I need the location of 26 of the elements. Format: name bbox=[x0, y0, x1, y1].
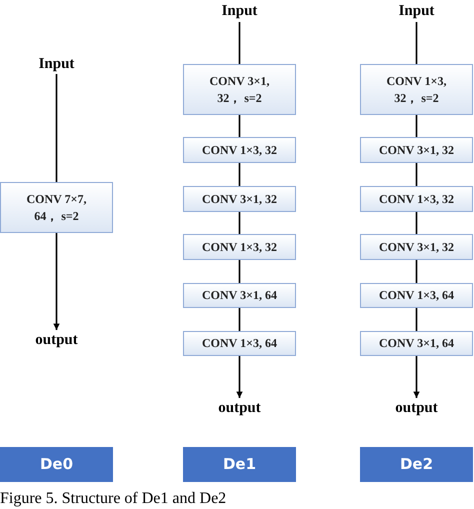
node-label: output bbox=[360, 398, 473, 418]
conv-layer-box: CONV 3×1, 32 bbox=[360, 137, 473, 163]
stage-banner: De1 bbox=[183, 447, 296, 482]
conv-layer-box: CONV 3×1, 32 bbox=[183, 186, 296, 212]
conv-layer-box: CONV 1×3, 64 bbox=[360, 283, 473, 308]
conv-layer-box: CONV 1×3, 32 bbox=[183, 234, 296, 260]
node-label: Input bbox=[183, 0, 296, 22]
figure-caption: Figure 5. Structure of De1 and De2 bbox=[0, 489, 226, 508]
node-label: output bbox=[0, 330, 113, 350]
conv-layer-box: CONV 3×1, 32 bbox=[360, 234, 473, 260]
conv-layer-box: CONV 1×3, 32 bbox=[183, 137, 296, 163]
conv-layer-box: CONV 1×3, 64 bbox=[183, 331, 296, 356]
connector-arrow bbox=[53, 233, 60, 330]
connector-arrow bbox=[413, 356, 420, 398]
conv-layer-box: CONV 7×7, 64， s=2 bbox=[0, 182, 113, 233]
conv-layer-box: CONV 1×3, 32， s=2 bbox=[360, 64, 473, 115]
node-label: Input bbox=[360, 0, 473, 22]
stage-banner: De0 bbox=[0, 447, 113, 482]
conv-layer-box: CONV 3×1, 64 bbox=[360, 331, 473, 356]
conv-layer-box: CONV 1×3, 32 bbox=[360, 186, 473, 212]
conv-layer-box: CONV 3×1, 64 bbox=[183, 283, 296, 308]
connector-arrow bbox=[236, 356, 243, 398]
stage-banner: De2 bbox=[360, 447, 473, 482]
conv-layer-box: CONV 3×1, 32， s=2 bbox=[183, 64, 296, 115]
node-label: output bbox=[183, 398, 296, 418]
node-label: Input bbox=[0, 54, 113, 74]
